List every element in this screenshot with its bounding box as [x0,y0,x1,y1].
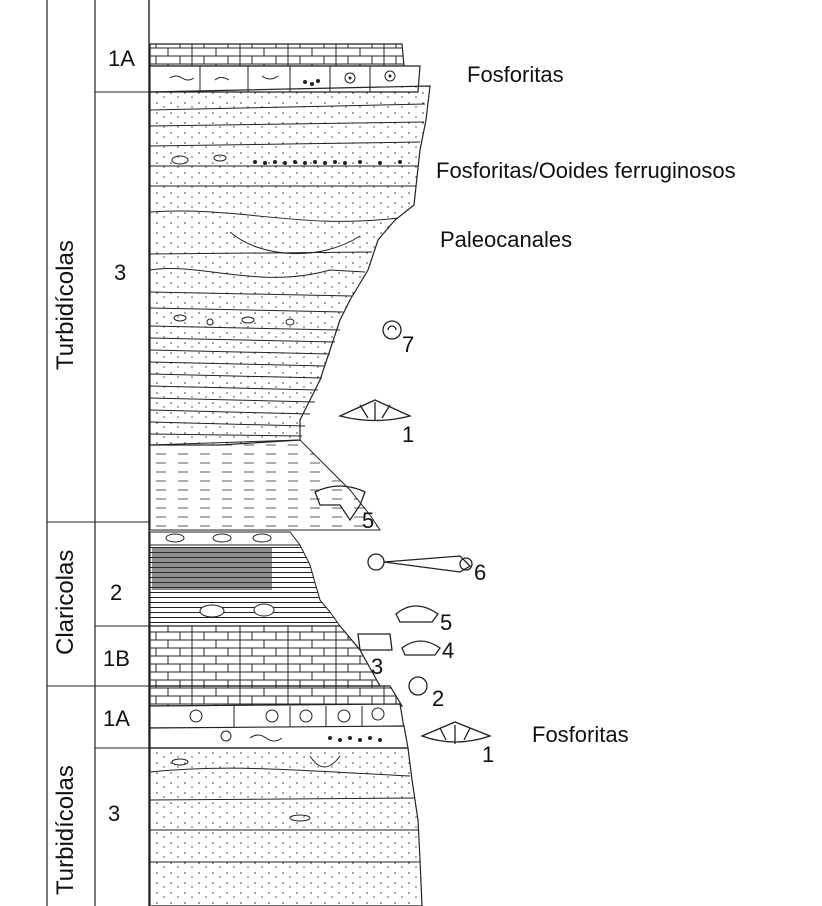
unit-label-3-upper: 3 [114,262,126,284]
fossil-number-3: 3 [371,656,383,678]
unit-label-1a-bottom: 1A [103,708,130,730]
fossil-number-7: 7 [402,334,414,356]
unit-label-3-lower: 3 [108,803,120,825]
annotation-fosforitas-top: Fosforitas [467,64,564,86]
annotation-fosforitas-ooides: Fosforitas/Ooides ferruginosos [436,160,736,182]
group-label-turbidicolas-upper: Turbidícolas [54,240,78,370]
fossil-number-6: 6 [474,562,486,584]
unit-label-1a-top: 1A [108,48,135,70]
fossil-number-5-upper: 5 [362,510,374,532]
unit-label-2: 2 [110,582,122,604]
annotation-fosforitas-bottom: Fosforitas [532,724,629,746]
fossil-number-4: 4 [442,640,454,662]
fossil-number-1-lower: 1 [482,744,494,766]
fossil-number-2: 2 [432,688,444,710]
fossil-number-1-upper: 1 [402,424,414,446]
fossil-number-5-lower: 5 [440,612,452,634]
group-label-turbidicolas-lower: Turbidícolas [54,765,78,895]
annotation-paleocanales: Paleocanales [440,229,572,251]
unit-label-1b: 1B [103,648,130,670]
group-label-claricolas: Claricolas [54,550,78,655]
